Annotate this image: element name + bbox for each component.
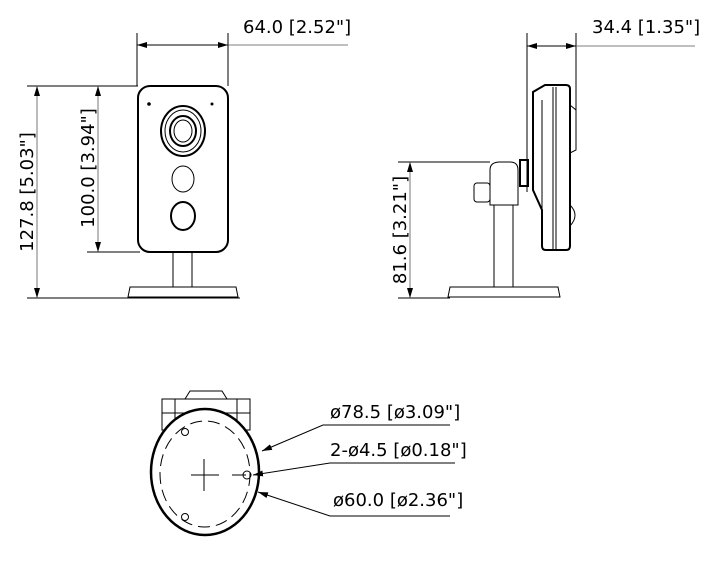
camera-body-side xyxy=(532,84,571,251)
mount-hole-icon xyxy=(181,513,189,521)
mount-joint xyxy=(519,159,529,187)
mount-height-dimension-label: 81.6 [3.21"] xyxy=(390,176,411,284)
holes-diameter-label: 2-ø4.5 [ø0.18"] xyxy=(330,440,467,461)
camera-body-front xyxy=(137,85,229,253)
total-height-dimension-label: 127.8 [5.03"] xyxy=(17,132,38,252)
width-dimension-label: 64.0 [2.52"] xyxy=(243,17,351,38)
mount-hole-icon xyxy=(181,428,189,436)
lens-bump xyxy=(569,104,577,154)
pir-bump xyxy=(569,204,576,227)
bracket xyxy=(161,398,251,431)
button-icon xyxy=(170,201,196,231)
stand-base-side xyxy=(447,286,561,298)
base-outline xyxy=(149,407,261,537)
mount-hole-icon xyxy=(242,470,252,480)
hole-circle-diameter-label: ø60.0 [ø2.36"] xyxy=(333,490,463,511)
front-view: 64.0 [2.52"] 127.8 [5.03"] 100.0 [3.94"] xyxy=(17,17,351,299)
bottom-view: ø78.5 [ø3.09"] 2-ø4.5 [ø0.18"] ø60.0 [ø2… xyxy=(149,390,467,537)
pir-sensor-icon xyxy=(171,165,195,193)
stand-base xyxy=(127,286,239,298)
indicator-led-icon xyxy=(210,102,214,106)
outer-diameter-label: ø78.5 [ø3.09"] xyxy=(330,402,460,423)
body-height-dimension-label: 100.0 [3.94"] xyxy=(78,108,99,228)
mic-hole-icon xyxy=(147,102,151,106)
lens-icon xyxy=(160,105,206,157)
stand-head xyxy=(489,161,519,206)
depth-dimension-label: 34.4 [1.35"] xyxy=(592,17,700,38)
side-view: 34.4 [1.35"] 81.6 [3.21"] xyxy=(390,17,700,299)
hole-circle xyxy=(159,420,251,528)
lock-screw-icon xyxy=(473,182,491,203)
